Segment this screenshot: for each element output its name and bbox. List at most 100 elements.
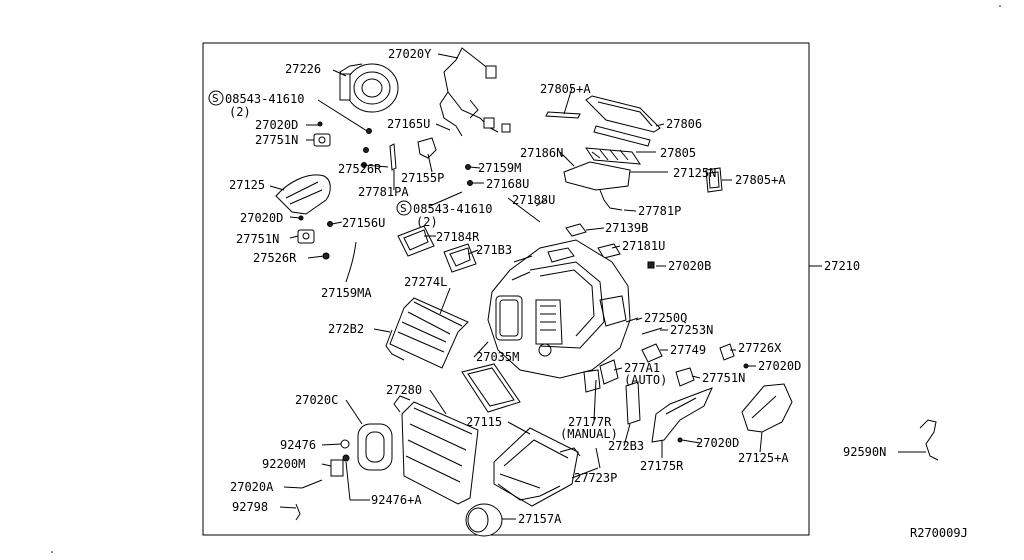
bracket-27781pa-drawing xyxy=(389,143,397,171)
label-27115: 27115 xyxy=(466,415,502,429)
label-271b3: 271B3 xyxy=(476,243,512,257)
part-labels: 27226 S 08543-41610 (2) 27020D 27751N 27… xyxy=(208,47,968,540)
hose-92590n-drawing xyxy=(919,419,939,461)
label-27035m: 27035M xyxy=(476,350,519,364)
diagram-id: R270009J xyxy=(910,526,968,540)
hose-27781p-drawing xyxy=(599,189,623,211)
label-27020a: 27020A xyxy=(230,480,274,494)
sensor-27751n-a-drawing xyxy=(313,121,331,147)
sensor-27751n-b-drawing xyxy=(297,215,330,260)
label-27165u: 27165U xyxy=(387,117,430,131)
label-27210: 27210 xyxy=(824,259,860,273)
label-27020y: 27020Y xyxy=(388,47,432,61)
label-27159ma: 27159MA xyxy=(321,286,372,300)
label-27805a-b: 27805+A xyxy=(735,173,786,187)
label-27159m: 27159M xyxy=(478,161,521,175)
actuators-277a1-drawing xyxy=(583,359,695,393)
label-92476-b: 92476+A xyxy=(371,493,422,507)
label-08543-a-qty: (2) xyxy=(229,105,251,119)
label-92590n: 92590N xyxy=(843,445,886,459)
assembly-frame xyxy=(202,42,810,536)
box-27115-drawing xyxy=(493,427,581,507)
screw-symbol-b-letter: S xyxy=(400,202,407,215)
label-27806: 27806 xyxy=(666,117,702,131)
leader-lines xyxy=(269,53,926,520)
label-27177r: 27177R xyxy=(568,415,612,429)
label-27020b: 27020B xyxy=(668,259,711,273)
seal-27035m-drawing xyxy=(461,363,521,413)
label-27157a: 27157A xyxy=(518,512,562,526)
heater-core-27280-drawing xyxy=(393,395,479,505)
duct-27125a-drawing xyxy=(741,383,793,433)
label-27186n: 27186N xyxy=(520,146,563,160)
part-27156u-drawing xyxy=(327,221,333,227)
label-27156u: 27156U xyxy=(342,216,385,230)
label-27274l: 27274L xyxy=(404,275,447,289)
label-27188u: 27188U xyxy=(512,193,555,207)
rod-27188u-drawing xyxy=(507,197,541,223)
screw-symbol-a-letter: S xyxy=(212,92,219,105)
label-27177r-manual: (MANUAL) xyxy=(560,427,618,441)
label-27749: 27749 xyxy=(670,343,706,357)
evaporator-27274l-drawing xyxy=(389,297,469,369)
label-92200m: 92200M xyxy=(262,457,305,471)
label-27125: 27125 xyxy=(229,178,265,192)
label-08543-41610-a: 08543-41610 xyxy=(225,92,304,106)
label-27805: 27805 xyxy=(660,146,696,160)
label-27250q: 27250Q xyxy=(644,311,687,325)
label-272b2: 272B2 xyxy=(328,322,364,336)
label-27781p: 27781P xyxy=(638,204,681,218)
screw-symbol-b xyxy=(396,200,412,216)
label-27020d-c: 27020D xyxy=(758,359,801,373)
label-27020d-b: 27020D xyxy=(240,211,283,225)
label-27155p: 27155P xyxy=(401,171,444,185)
screw-symbol-a xyxy=(208,90,224,106)
label-277a1-auto: (AUTO) xyxy=(624,373,667,387)
label-27751n-a: 27751N xyxy=(255,133,298,147)
harness-27020y-drawing xyxy=(439,47,511,137)
actuators-27749-drawing xyxy=(641,343,749,369)
hose-27159ma-drawing xyxy=(345,241,357,283)
label-08543-41610-b: 08543-41610 xyxy=(413,202,492,216)
label-27168u: 27168U xyxy=(486,177,529,191)
label-27781pa: 27781PA xyxy=(358,185,409,199)
hvac-housing-drawing xyxy=(487,239,631,379)
label-27020c: 27020C xyxy=(295,393,338,407)
part-27168u-drawing xyxy=(467,180,473,186)
label-92476-a: 92476 xyxy=(280,438,316,452)
corner-dot-right xyxy=(999,5,1001,7)
label-27253n: 27253N xyxy=(670,323,713,337)
brackets-272b3-27175r-drawing xyxy=(625,381,713,443)
part-27723p-drawing xyxy=(595,447,601,469)
label-27184r: 27184R xyxy=(436,230,480,244)
label-27125a: 27125+A xyxy=(738,451,789,465)
label-27139b: 27139B xyxy=(605,221,648,235)
part-27020b-drawing xyxy=(647,261,655,269)
label-08543-b-qty: (2) xyxy=(416,215,438,229)
label-92798: 92798 xyxy=(232,500,268,514)
label-27226: 27226 xyxy=(285,62,321,76)
valve-group-drawing xyxy=(295,439,350,521)
filter-27157a-drawing xyxy=(465,503,503,537)
label-27723p: 27723P xyxy=(574,471,617,485)
label-27526r-b: 27526R xyxy=(253,251,297,265)
label-27751n-c: 27751N xyxy=(702,371,745,385)
label-272b3: 272B3 xyxy=(608,439,644,453)
label-27181u: 27181U xyxy=(622,239,665,253)
label-27805a-a: 27805+A xyxy=(540,82,591,96)
label-27125n: 27125N xyxy=(673,166,716,180)
sensors-27250q-27253n-drawing xyxy=(625,317,663,335)
label-277a1: 277A1 xyxy=(624,361,660,375)
pipe-272b2-drawing xyxy=(385,329,405,361)
label-27175r: 27175R xyxy=(640,459,684,473)
label-27020d-a: 27020D xyxy=(255,118,298,132)
label-27280: 27280 xyxy=(386,383,422,397)
blower-motor-drawing xyxy=(339,63,399,113)
ducts-27184r-271b3-drawing xyxy=(397,225,477,273)
part-27159m-drawing xyxy=(465,164,471,170)
duct-27125-drawing xyxy=(275,174,331,215)
label-27020d-d: 27020D xyxy=(696,436,739,450)
filters-drawing xyxy=(545,95,723,193)
duct-27020c-drawing xyxy=(357,423,393,471)
